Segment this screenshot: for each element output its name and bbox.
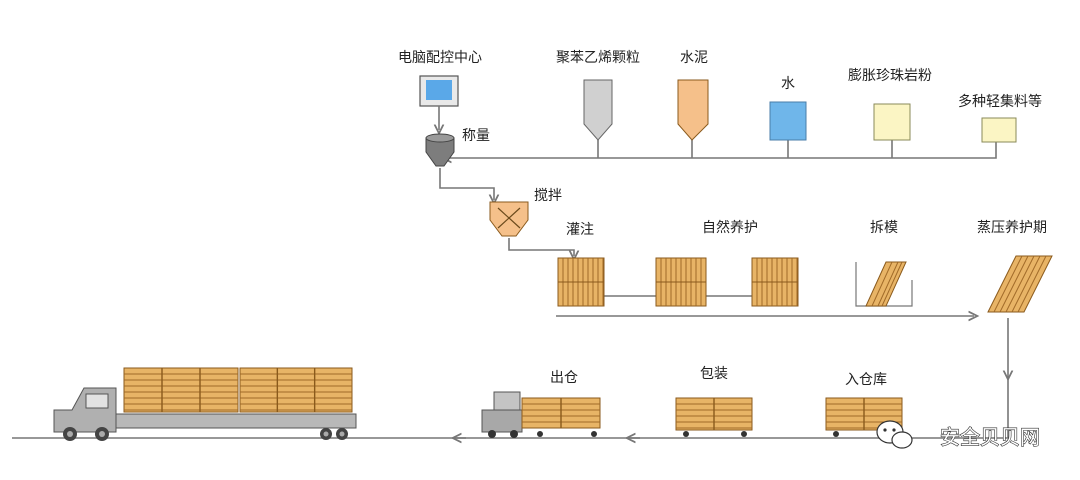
label-aggregates: 多种轻集料等 xyxy=(958,93,1042,110)
label-natural-curing: 自然养护 xyxy=(702,219,758,236)
crate-icon xyxy=(123,367,239,413)
label-pouring: 灌注 xyxy=(566,222,594,238)
label-storage: 入仓库 xyxy=(845,372,887,388)
crate-icon xyxy=(239,367,353,413)
label-demolding: 拆模 xyxy=(870,220,898,236)
demolded-panels xyxy=(855,261,913,307)
label-perlite: 膨胀珍珠岩粉 xyxy=(848,67,932,84)
label-mixing: 搅拌 xyxy=(534,188,562,204)
feed-line xyxy=(446,142,997,158)
mixer-icon xyxy=(489,201,529,237)
autoclave-panels xyxy=(987,255,1053,313)
crate-icon xyxy=(521,397,601,429)
label-shipping: 出仓 xyxy=(550,370,578,386)
crate-icon xyxy=(751,257,799,307)
wechat-icon xyxy=(876,420,913,449)
label-water: 水 xyxy=(781,76,795,92)
label-weighing: 称量 xyxy=(462,128,490,144)
watermark-text: 安全贝贝网 xyxy=(940,425,1040,449)
label-packaging: 包装 xyxy=(700,366,728,382)
monitor-icon xyxy=(419,75,459,107)
crate-icon xyxy=(655,257,707,307)
perlite-box xyxy=(873,103,911,141)
label-polystyrene: 聚苯乙烯颗粒 xyxy=(556,49,640,66)
crate-icon xyxy=(557,257,605,307)
label-cement: 水泥 xyxy=(680,50,708,66)
tank-icon xyxy=(769,101,807,141)
hopper-icon xyxy=(425,133,455,167)
aggregate-box xyxy=(981,117,1017,143)
monitor-screen xyxy=(426,80,452,100)
silo-icon xyxy=(677,79,709,141)
truck-icon xyxy=(53,387,357,441)
label-autoclave: 蒸压养护期 xyxy=(977,220,1047,236)
forklift-icon xyxy=(481,391,523,433)
silo-icon xyxy=(583,79,613,141)
crate-icon xyxy=(675,397,753,431)
label-control-center: 电脑配控中心 xyxy=(398,50,482,66)
